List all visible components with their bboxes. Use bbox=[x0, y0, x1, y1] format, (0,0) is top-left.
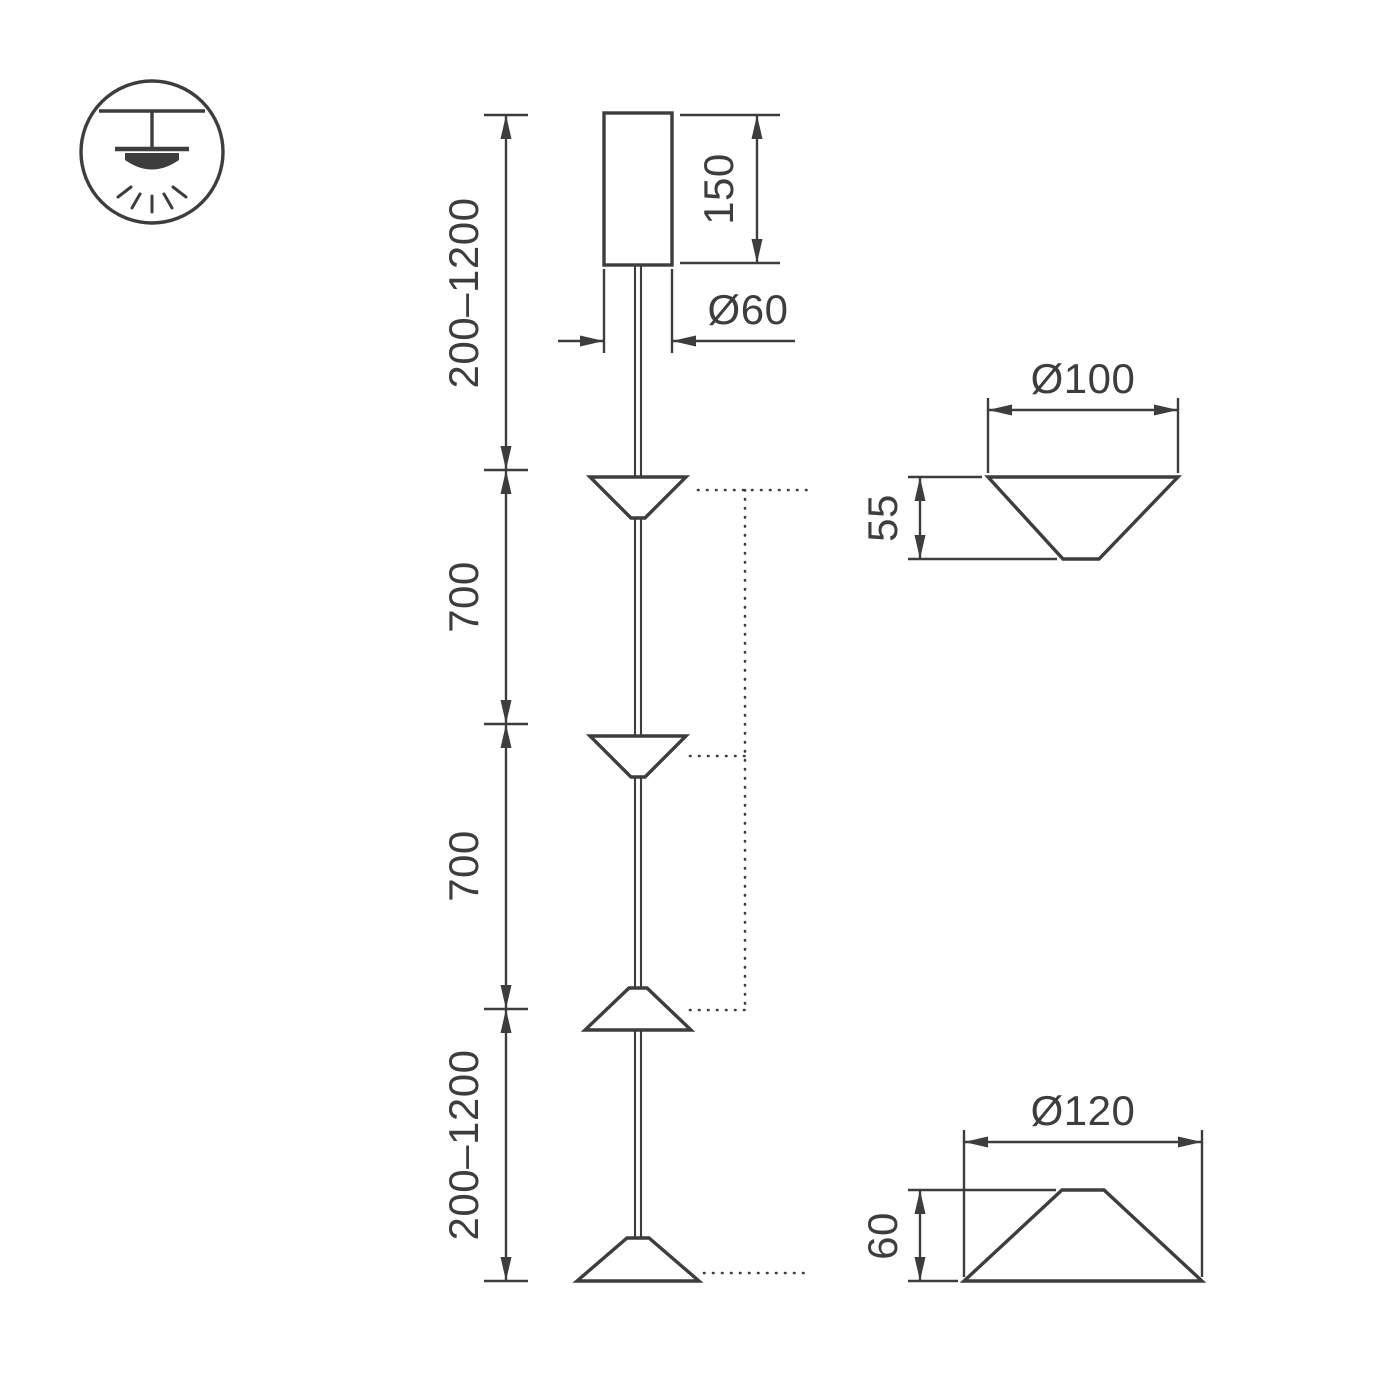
ceiling-pendant-icon bbox=[79, 79, 225, 225]
canopy bbox=[602, 111, 674, 267]
detail-large-cone: Ø120 60 bbox=[859, 1087, 1207, 1283]
icon-circle bbox=[79, 79, 225, 225]
detail-small-cone: Ø100 55 bbox=[859, 355, 1182, 561]
dimension-arrows bbox=[751, 115, 763, 263]
icon-lamp-shade bbox=[125, 153, 179, 170]
large-cone-outline bbox=[959, 1188, 1207, 1283]
icon-light-ray bbox=[130, 192, 142, 210]
dim-label-spacing-1: 700 bbox=[440, 561, 487, 633]
icon-light-ray bbox=[171, 185, 188, 199]
cone-2-funnel bbox=[585, 734, 691, 779]
dimension-arrows bbox=[580, 335, 696, 347]
dim-label-suspension-top: 200–1200 bbox=[440, 198, 487, 389]
dim-label-large-cone-diameter: Ø120 bbox=[1031, 1087, 1136, 1134]
dim-label-small-cone-diameter: Ø100 bbox=[1031, 355, 1136, 402]
dim-label-small-cone-height: 55 bbox=[859, 494, 906, 542]
dim-label-large-cone-height: 60 bbox=[859, 1212, 906, 1260]
cone-4-shade bbox=[572, 1236, 704, 1283]
cone-3-shade bbox=[580, 986, 696, 1032]
small-cone-outline bbox=[984, 475, 1182, 561]
dimension-arrows bbox=[914, 1190, 926, 1281]
cone-1-funnel bbox=[585, 475, 691, 520]
main-view bbox=[572, 111, 814, 1283]
dim-label-spacing-2: 700 bbox=[440, 830, 487, 902]
dimension-arrows bbox=[964, 1136, 1202, 1148]
dim-label-canopy-diameter: Ø60 bbox=[708, 286, 789, 333]
dimension-arrows bbox=[500, 115, 512, 1281]
dim-label-canopy-height: 150 bbox=[695, 153, 742, 225]
dim-label-suspension-bottom: 200–1200 bbox=[440, 1050, 487, 1241]
canopy-diameter-dimension: Ø60 bbox=[558, 269, 795, 353]
canopy-height-dimension: 150 bbox=[680, 113, 780, 265]
dimension-arrows bbox=[914, 477, 926, 559]
icon-light-ray bbox=[162, 192, 174, 210]
icon-light-ray bbox=[116, 185, 133, 199]
left-dimension-chain: 200–1200 700 700 200–1200 bbox=[440, 113, 528, 1283]
dimension-arrows bbox=[988, 404, 1178, 416]
